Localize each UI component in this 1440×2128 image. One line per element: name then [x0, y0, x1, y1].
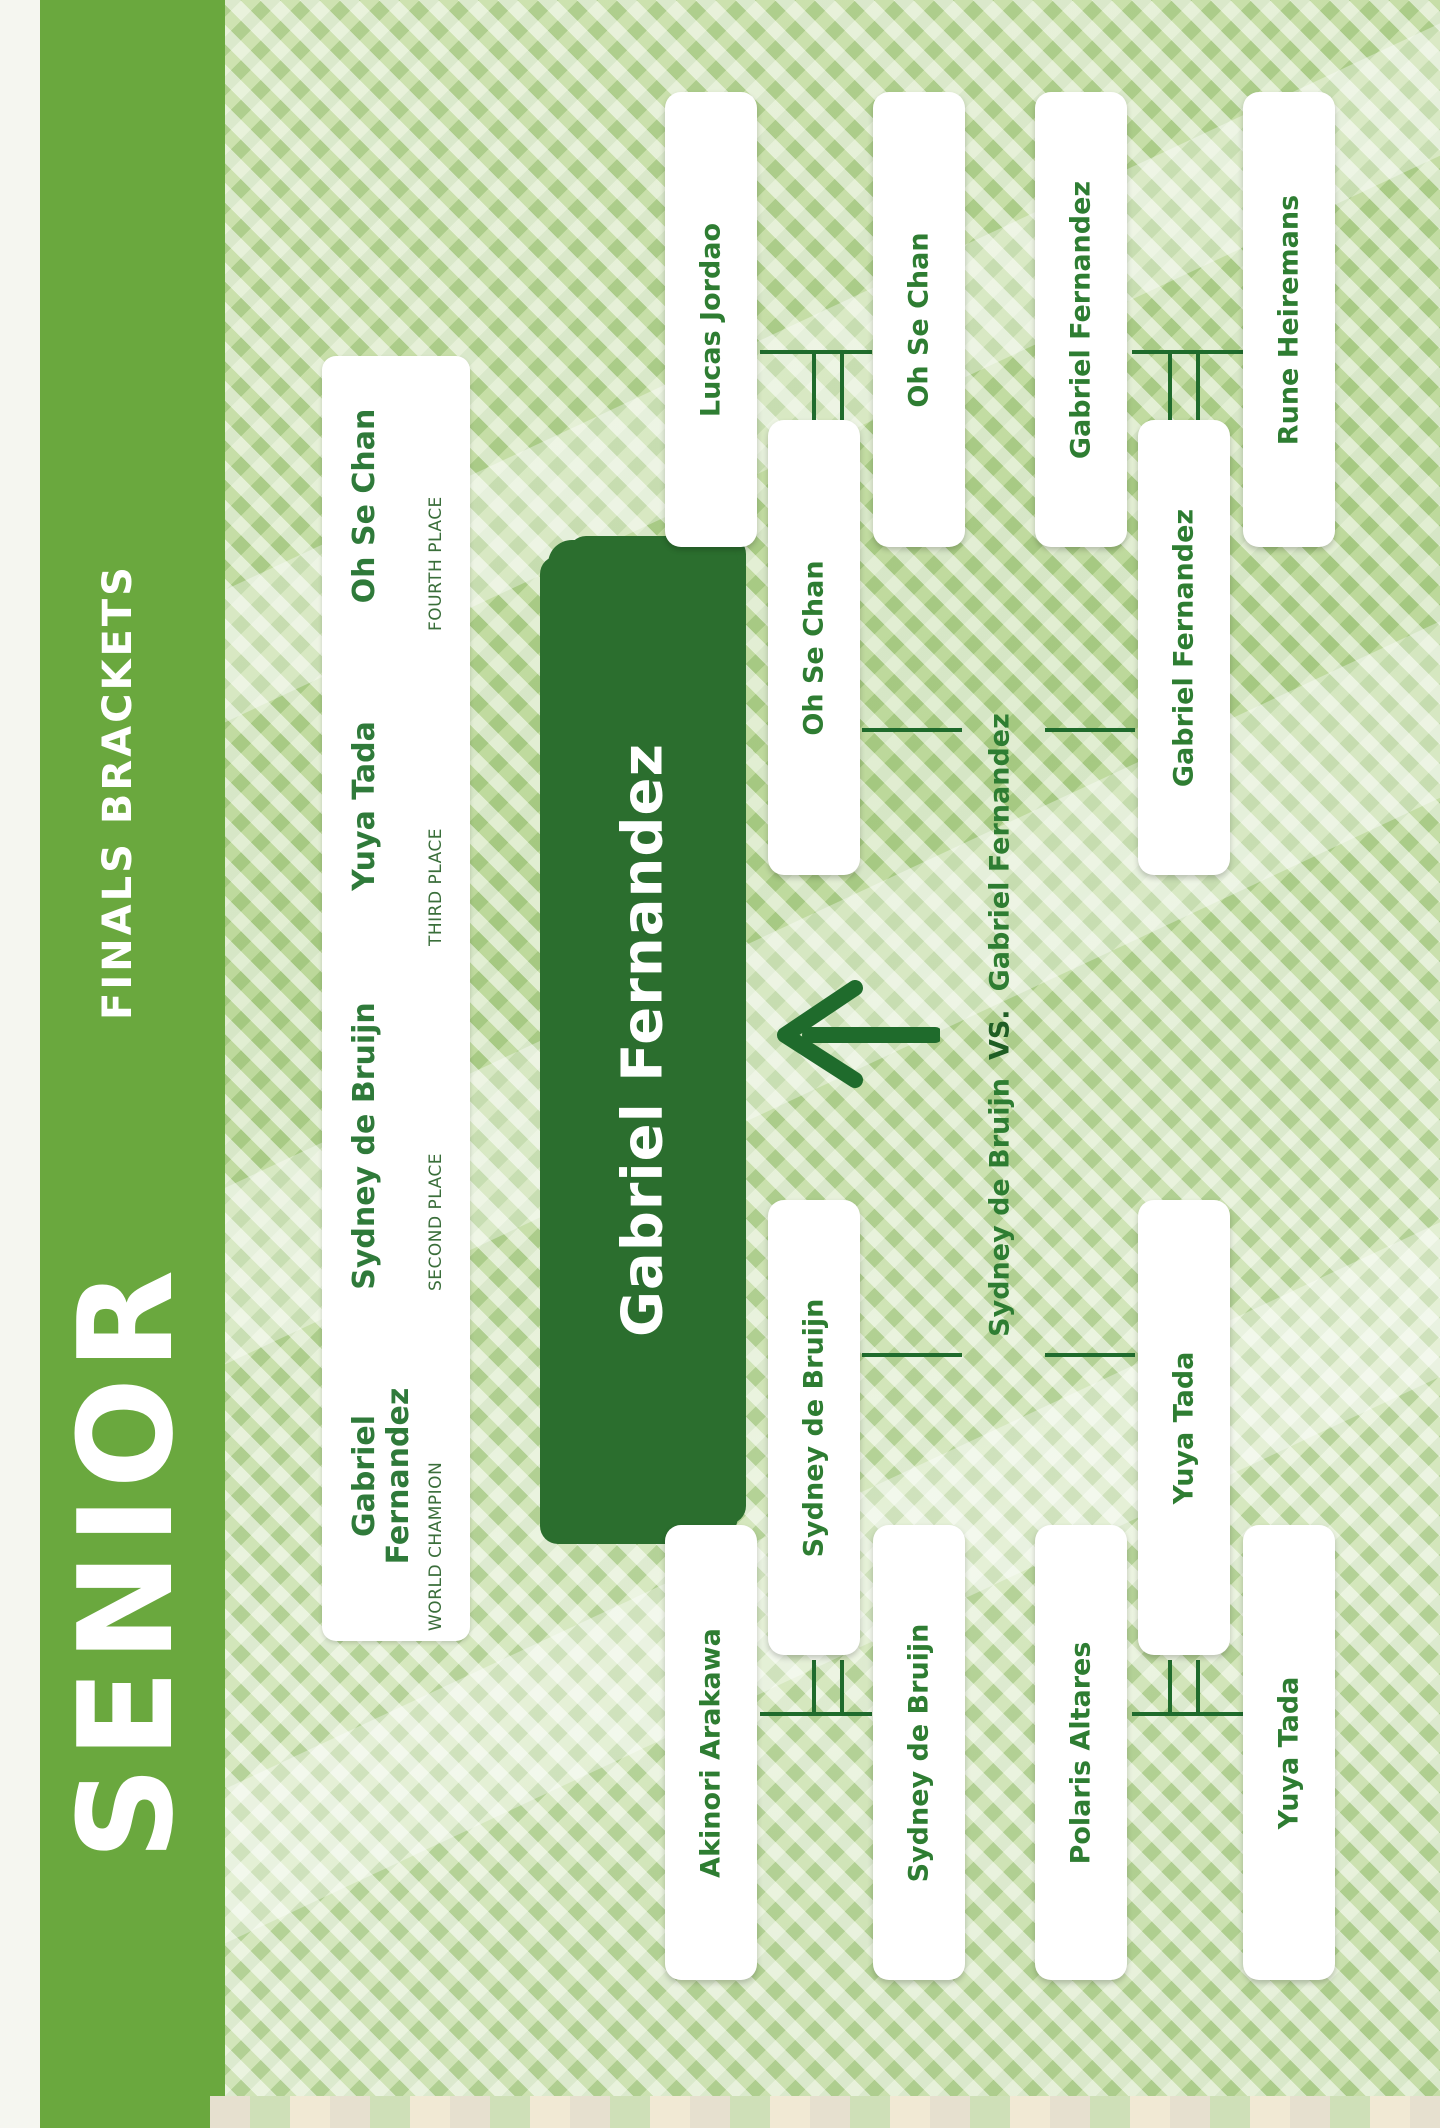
qf-card-rune-heiremans: Rune Heiremans — [1243, 92, 1335, 547]
player-name: Yuya Tada — [1273, 1676, 1305, 1829]
qf-card-lucas-jordao: Lucas Jordao — [665, 92, 757, 547]
qf-card-akinori-arakawa: Akinori Arakawa — [665, 1525, 757, 1980]
connector-line — [812, 350, 816, 420]
connector-line — [1132, 1712, 1244, 1716]
first-place-label: WORLD CHAMPION — [426, 1461, 446, 1631]
fourth-place-name: Oh Se Chan — [347, 408, 382, 604]
player-name: Sydney de Bruijn — [798, 1298, 830, 1557]
vs-label: VS. — [984, 1009, 1016, 1061]
player-name: Yuya Tada — [1168, 1351, 1200, 1504]
connector-line — [1168, 350, 1172, 420]
connector-line — [1168, 1660, 1172, 1715]
player-name: Sydney de Bruijn — [903, 1623, 935, 1882]
player-name: Lucas Jordao — [695, 222, 727, 417]
title-sidebar — [40, 0, 225, 2128]
final-standings-card: Gabriel Fernandez WORLD CHAMPION Sydney … — [322, 356, 470, 1641]
sf-card-gabriel-fernandez: Gabriel Fernandez — [1138, 420, 1230, 875]
connector-line — [1045, 1353, 1135, 1357]
third-place-name: Yuya Tada — [347, 721, 382, 891]
final-matchup: Sydney de Bruijn VS. Gabriel Fernandez — [985, 713, 1016, 1337]
finalist-right: Gabriel Fernandez — [984, 713, 1016, 992]
champion-name: Gabriel Fernandez — [610, 742, 676, 1338]
player-name: Polaris Altares — [1065, 1641, 1097, 1864]
page-title: SENIOR — [50, 1261, 202, 1860]
player-name: Gabriel Fernandez — [1065, 180, 1097, 459]
sf-card-sydney-de-bruijn: Sydney de Bruijn — [768, 1200, 860, 1655]
player-name: Akinori Arakawa — [695, 1627, 727, 1878]
connector-line — [1132, 350, 1244, 354]
qf-card-gabriel-fernandez: Gabriel Fernandez — [1035, 92, 1127, 547]
connector-line — [840, 1660, 844, 1715]
first-place-name: Gabriel Fernandez — [347, 1387, 416, 1565]
connector-line — [760, 1712, 872, 1716]
connector-line — [862, 1353, 962, 1357]
connector-line — [1045, 728, 1135, 732]
second-place-label: SECOND PLACE — [426, 1152, 446, 1291]
qf-card-polaris-altares: Polaris Altares — [1035, 1525, 1127, 1980]
champion-brush-banner — [548, 540, 738, 1540]
qf-card-oh-se-chan: Oh Se Chan — [873, 92, 965, 547]
connector-line — [1196, 350, 1200, 420]
page-subtitle: FINALS BRACKETS — [95, 564, 141, 1020]
player-name: Oh Se Chan — [903, 231, 935, 408]
finalist-left: Sydney de Bruijn — [984, 1078, 1016, 1337]
player-name: Gabriel Fernandez — [1168, 508, 1200, 787]
fourth-place-label: FOURTH PLACE — [426, 496, 446, 631]
third-place-label: THIRD PLACE — [426, 827, 446, 946]
second-place-name: Sydney de Bruijn — [347, 1002, 382, 1290]
player-name: Rune Heiremans — [1273, 194, 1305, 445]
qf-card-sydney-de-bruijn: Sydney de Bruijn — [873, 1525, 965, 1980]
sf-card-oh-se-chan: Oh Se Chan — [768, 420, 860, 875]
sf-card-yuya-tada: Yuya Tada — [1138, 1200, 1230, 1655]
decorative-footer-strip — [210, 2096, 1440, 2128]
arrow-left-icon — [777, 980, 940, 1088]
qf-card-yuya-tada: Yuya Tada — [1243, 1525, 1335, 1980]
player-name: Oh Se Chan — [798, 559, 830, 736]
connector-line — [812, 1660, 816, 1715]
connector-line — [760, 350, 872, 354]
connector-line — [862, 728, 962, 732]
connector-line — [1196, 1660, 1200, 1715]
connector-line — [840, 350, 844, 420]
